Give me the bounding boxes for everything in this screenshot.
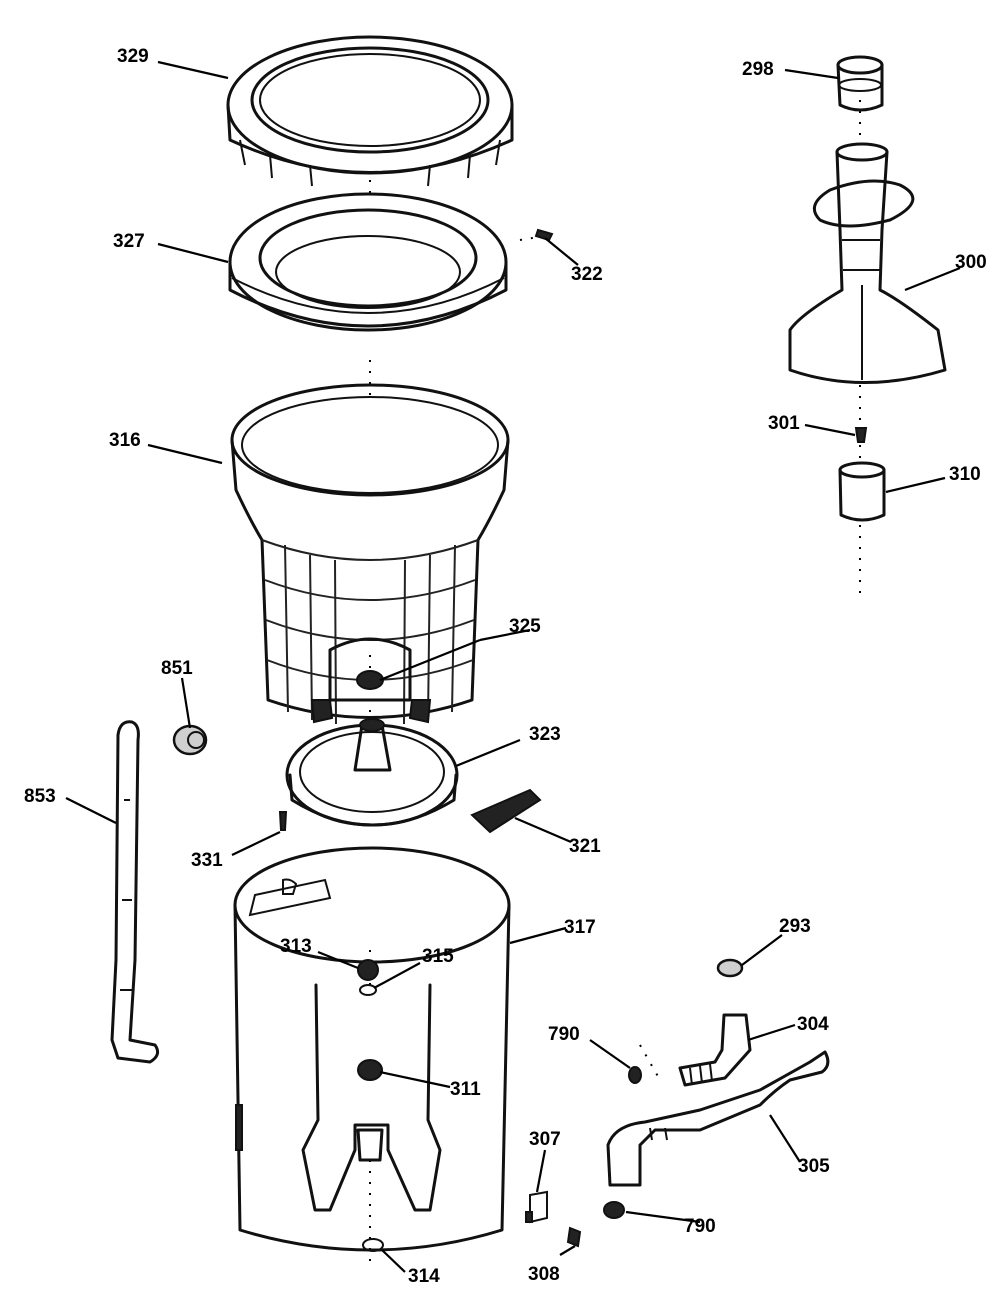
part-853-tube	[110, 720, 160, 1064]
part-293-clamp	[716, 958, 744, 978]
callout-305: 305	[798, 1156, 830, 1177]
callout-323: 323	[529, 724, 561, 745]
leader-lines	[65, 60, 961, 1273]
part-300-agitator	[788, 142, 947, 384]
callout-311: 311	[450, 1079, 481, 1100]
callout-301: 301	[768, 413, 800, 434]
callout-329: 329	[117, 46, 149, 67]
part-310-cam	[838, 461, 886, 522]
callout-315: 315	[422, 946, 454, 967]
callout-314: 314	[408, 1266, 440, 1287]
part-316-wash-basket	[230, 383, 510, 725]
callout-853: 853	[24, 786, 56, 807]
part-790b-clamp	[603, 1201, 625, 1219]
callout-790-lower: 790	[684, 1216, 716, 1237]
part-322-screw	[534, 228, 554, 242]
center-axis	[369, 100, 861, 1265]
part-790a-clamp	[628, 1066, 642, 1084]
part-307-bracket	[525, 1190, 548, 1224]
part-298-cap	[836, 55, 884, 112]
callout-325: 325	[509, 616, 541, 637]
callout-331: 331	[191, 850, 223, 871]
callout-317: 317	[564, 917, 596, 938]
callout-308: 308	[528, 1264, 560, 1285]
callout-310: 310	[949, 464, 981, 485]
part-317-outer-tub	[233, 846, 511, 1252]
part-304-elbow-hose	[678, 1013, 752, 1087]
callout-313: 313	[280, 936, 312, 957]
callout-304: 304	[797, 1014, 829, 1035]
callout-321: 321	[569, 836, 601, 857]
callout-labels: 329 327 322 316 325 851 853 323 331 321 …	[24, 46, 987, 1287]
callout-322: 322	[571, 264, 603, 285]
part-323-agitator-base	[285, 718, 459, 827]
callout-293: 293	[779, 916, 811, 937]
part-851-bushing	[172, 724, 208, 756]
part-331-pin	[278, 811, 288, 831]
part-301-screw	[854, 427, 868, 443]
callout-316: 316	[109, 430, 141, 451]
callout-300: 300	[955, 252, 987, 273]
callout-307: 307	[529, 1129, 561, 1150]
part-305-drain-hose	[606, 1050, 830, 1187]
callout-790-upper: 790	[548, 1024, 580, 1045]
part-329-tub-cover	[226, 35, 514, 187]
callout-851: 851	[161, 658, 193, 679]
part-321-clip	[470, 788, 542, 834]
part-308-screw	[566, 1226, 582, 1248]
callout-298: 298	[742, 59, 774, 80]
callout-327: 327	[113, 231, 145, 252]
part-327-balance-ring	[228, 192, 508, 332]
